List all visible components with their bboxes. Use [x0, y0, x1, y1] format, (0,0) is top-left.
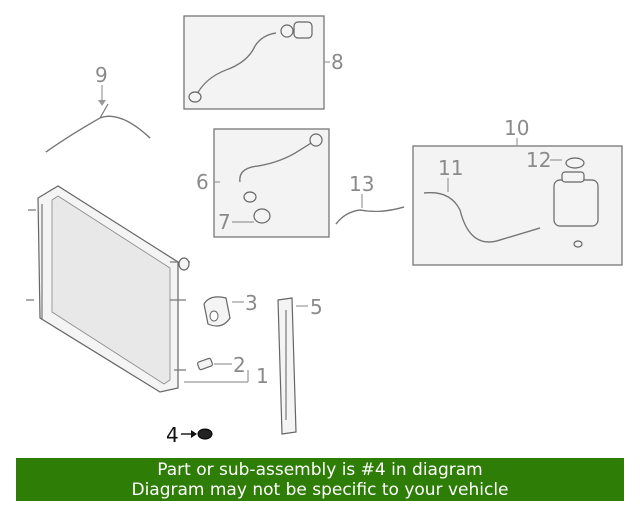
callout-3[interactable]: 3	[245, 291, 258, 315]
callout-8[interactable]: 8	[331, 50, 344, 74]
overflow-hose[interactable]	[335, 194, 405, 225]
mount-bracket[interactable]	[203, 296, 244, 327]
callout-4[interactable]: 4	[166, 423, 179, 447]
drain-plug[interactable]	[197, 357, 232, 371]
side-seal[interactable]	[277, 297, 308, 435]
callout-2[interactable]: 2	[233, 353, 246, 377]
reservoir-kit[interactable]	[412, 138, 623, 266]
callout-9[interactable]: 9	[95, 63, 108, 87]
hose-kit-upper[interactable]	[183, 15, 330, 110]
callout-12[interactable]: 12	[526, 148, 551, 172]
callout-10[interactable]: 10	[504, 116, 529, 140]
callout-1[interactable]: 1	[256, 364, 269, 388]
grommet-part-4[interactable]	[181, 428, 213, 440]
callout-5[interactable]: 5	[310, 295, 323, 319]
bypass-hose[interactable]	[45, 85, 151, 153]
radiator[interactable]	[26, 185, 249, 393]
callout-11[interactable]: 11	[438, 156, 463, 180]
banner-line-2: Diagram may not be specific to your vehi…	[131, 479, 509, 500]
banner-line-1: Part or sub-assembly is #4 in diagram	[157, 459, 483, 480]
callout-6[interactable]: 6	[196, 170, 209, 194]
callout-13[interactable]: 13	[349, 172, 374, 196]
info-banner: Part or sub-assembly is #4 in diagram Di…	[16, 458, 624, 501]
hose-kit-lower[interactable]	[213, 128, 330, 238]
callout-7[interactable]: 7	[218, 210, 231, 234]
